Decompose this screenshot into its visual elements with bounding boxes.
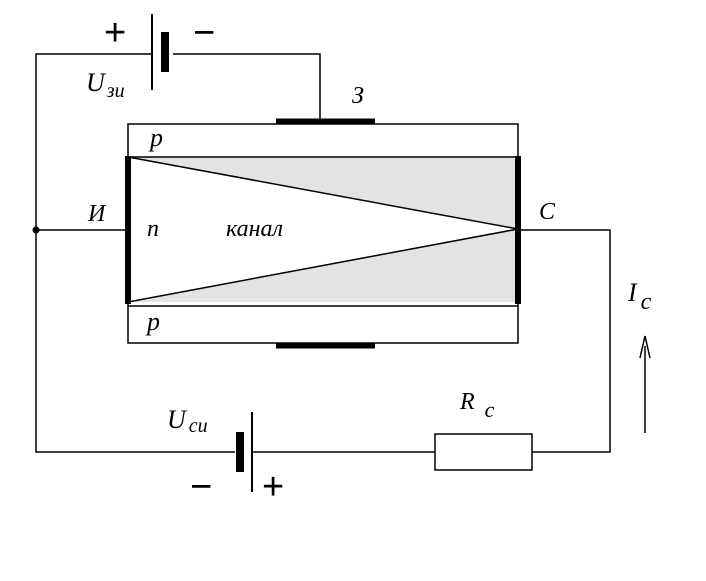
load-resistor <box>434 433 533 471</box>
drain-battery-plus-sign: + <box>262 466 284 508</box>
p-region-top-label: p <box>148 123 163 152</box>
source-label: И <box>87 201 107 227</box>
gate-battery-plus-sign: + <box>104 12 126 54</box>
channel-label: канал <box>226 216 283 242</box>
junction-dot <box>32 226 40 234</box>
gate-battery-minus-sign: − <box>193 12 215 54</box>
drain-label: С <box>539 199 556 225</box>
n-region-label: n <box>147 216 159 242</box>
gate-battery-left-wire <box>35 53 235 453</box>
drain-battery-minus-sign: − <box>190 466 212 508</box>
channel-boundary-top <box>127 156 519 230</box>
channel-boundary-bottom <box>127 228 519 303</box>
current-arrow-head <box>639 335 651 359</box>
p-region-bottom-label: p <box>145 307 160 336</box>
gate-wire <box>173 53 321 119</box>
drain-wire <box>521 229 611 453</box>
gate-label: З <box>352 83 364 109</box>
